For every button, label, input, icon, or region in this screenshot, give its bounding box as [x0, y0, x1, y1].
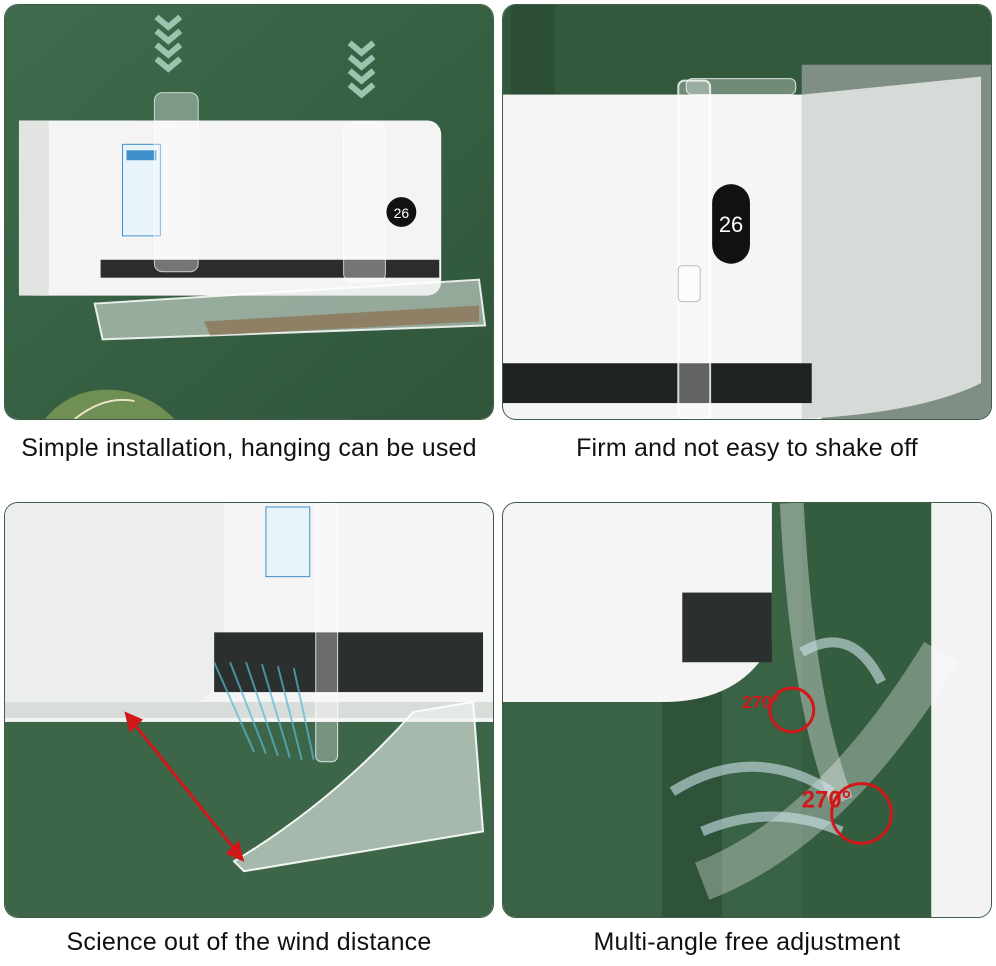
- caption-firm: Firm and not easy to shake off: [576, 434, 918, 462]
- angle-label: 270°: [742, 692, 779, 712]
- down-arrows-icon: [154, 14, 376, 99]
- caption-simple-installation: Simple installation, hanging can be used: [21, 434, 477, 462]
- caption-wind-distance: Science out of the wind distance: [66, 928, 432, 956]
- caption-multi-angle: Multi-angle free adjustment: [593, 928, 901, 956]
- photo-multi-angle: 270° 270°: [502, 502, 992, 918]
- distance-arrow-icon: [124, 711, 245, 862]
- display-digits: 26: [394, 205, 410, 221]
- angle-label: 270°: [802, 787, 851, 814]
- display-digits: 26: [719, 212, 743, 237]
- rotation-icon: [768, 686, 893, 845]
- photo-wind-distance: [4, 502, 494, 918]
- photo-simple-installation: 26: [4, 4, 494, 420]
- photo-firm-hanger: 26: [502, 4, 992, 420]
